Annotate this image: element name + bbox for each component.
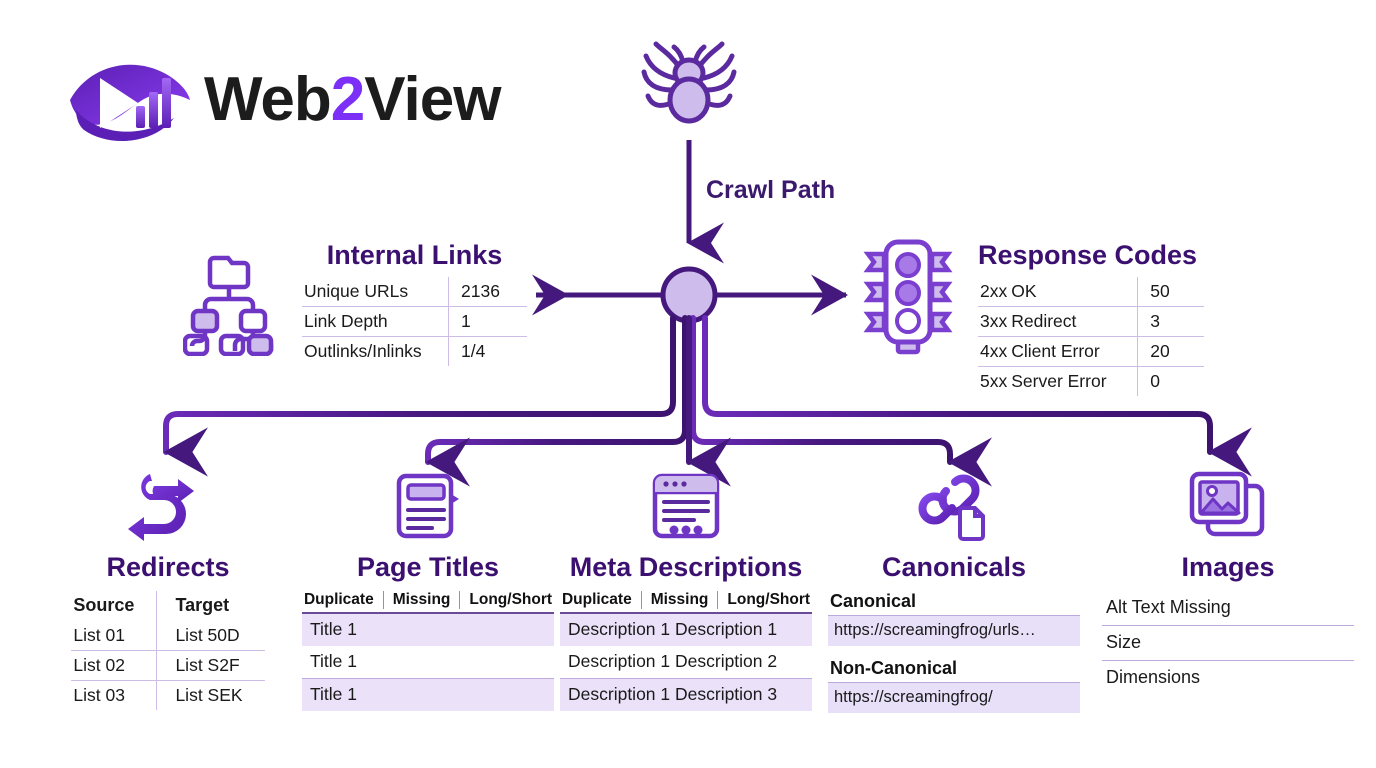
brand-logo: Web2View — [62, 48, 501, 152]
list-item: Alt Text Missing — [1102, 591, 1354, 626]
canonical-url: https://screamingfrog/urls… — [828, 615, 1080, 646]
list-item: Title 1 — [302, 614, 554, 646]
status-count: 50 — [1137, 277, 1205, 307]
brand-wordmark: Web2View — [204, 69, 501, 131]
browser-window-icon — [652, 473, 720, 539]
canonicals-title: Canonicals — [881, 552, 1027, 582]
meta-descriptions-title: Meta Descriptions — [569, 552, 803, 582]
table-row: 5xx Server Error 0 — [978, 366, 1205, 396]
meta-descriptions-panel: Meta Descriptions Duplicate Missing Long… — [560, 468, 812, 711]
internal-links-title: Internal Links — [326, 240, 503, 270]
images-panel: Images Alt Text Missing Size Dimensions — [1102, 468, 1354, 695]
column-header-duplicate: Duplicate — [561, 591, 632, 608]
page-titles-headers: Duplicate Missing Long/Short — [302, 591, 554, 614]
status-label: Client Error — [1009, 336, 1138, 367]
table-header-row: Source Target — [71, 591, 265, 621]
non-canonical-group-label: Non-Canonical — [830, 658, 958, 678]
redirect-source: List 02 — [71, 650, 157, 681]
list-item: Description 1 Description 1 — [560, 614, 812, 646]
redirect-target: List S2F — [156, 650, 265, 681]
redirect-source: List 03 — [73, 685, 125, 705]
redirects-icon-wrap — [42, 468, 294, 542]
response-codes-title: Response Codes — [978, 240, 1198, 270]
list-item: Description 1 Description 2 — [560, 646, 812, 679]
brand-name-accent: 2 — [330, 65, 365, 134]
table-row: Link Depth 1 — [302, 306, 527, 337]
page-titles-title: Page Titles — [356, 552, 500, 582]
response-codes-panel: Response Codes 2xx OK 50 3xx Redirect 3 … — [978, 240, 1205, 396]
status-code: 3xx — [978, 306, 1010, 337]
list-item: Description 1 Description 3 — [560, 679, 812, 711]
meta-descriptions-headers: Duplicate Missing Long/Short — [560, 591, 812, 614]
table-row: 3xx Redirect 3 — [978, 306, 1205, 337]
images-icon-wrap — [1102, 468, 1354, 542]
redirects-panel: Redirects Source Target List 01 List 50D… — [42, 468, 294, 710]
status-code: 2xx — [978, 277, 1010, 307]
redirect-target: List 50D — [156, 621, 265, 651]
photo-stack-icon — [1189, 471, 1265, 537]
page-titles-icon-wrap — [302, 468, 554, 542]
link-document-icon — [918, 474, 985, 541]
page-titles-panel: Page Titles Duplicate Missing Long/Short… — [302, 468, 554, 711]
list-item: Title 1 — [302, 646, 554, 679]
column-header-missing: Missing — [640, 591, 718, 609]
crawl-path-label: Crawl Path — [706, 176, 836, 204]
row-label: Link Depth — [302, 306, 449, 337]
internal-links-table: Unique URLs 2136 Link Depth 1 Outlinks/I… — [302, 277, 527, 366]
list-item: Size — [1102, 626, 1354, 661]
row-label: Unique URLs — [302, 277, 449, 307]
traffic-light-icon — [863, 239, 953, 355]
eye-play-chart-logo-icon — [70, 64, 190, 142]
non-canonical-url: https://screamingfrog/ — [828, 682, 1080, 713]
meta-descriptions-icon-wrap — [560, 468, 812, 542]
spider-icon — [641, 41, 737, 124]
column-header-missing: Missing — [382, 591, 460, 609]
redirects-title: Redirects — [106, 552, 230, 582]
brand-name-part1: Web — [204, 65, 332, 134]
canonicals-panel: Canonicals Canonical https://screamingfr… — [828, 468, 1080, 713]
document-title-icon — [396, 473, 459, 539]
column-header-long-short: Long/Short — [717, 591, 819, 609]
row-value: 2136 — [448, 277, 527, 307]
column-header-source: Source — [73, 595, 135, 615]
table-row: List 03 List SEK — [71, 680, 265, 710]
redirect-target: List SEK — [156, 680, 265, 710]
status-count: 0 — [1137, 366, 1205, 396]
list-item: Title 1 — [302, 679, 554, 711]
list-item: Dimensions — [1106, 667, 1201, 687]
status-label: OK — [1009, 277, 1138, 307]
sitemap-icon — [183, 255, 274, 356]
row-value: 1/4 — [448, 336, 527, 366]
table-row: Unique URLs 2136 — [302, 277, 527, 307]
table-row: Outlinks/Inlinks 1/4 — [302, 336, 527, 366]
row-value: 1 — [448, 306, 527, 337]
column-header-target: Target — [156, 591, 265, 621]
status-count: 20 — [1137, 336, 1205, 367]
redirects-table: Source Target List 01 List 50D List 02 L… — [71, 591, 265, 710]
row-label: Outlinks/Inlinks — [304, 341, 422, 361]
status-code: 5xx — [980, 371, 1008, 391]
images-title: Images — [1181, 552, 1275, 582]
status-code: 4xx — [978, 336, 1010, 367]
table-row: List 01 List 50D — [71, 621, 265, 651]
brand-name-part2: View — [364, 65, 501, 134]
status-count: 3 — [1137, 306, 1205, 337]
table-row: List 02 List S2F — [71, 650, 265, 681]
table-row: 4xx Client Error 20 — [978, 336, 1205, 367]
status-label: Redirect — [1009, 306, 1138, 337]
table-row: 2xx OK 50 — [978, 277, 1205, 307]
column-header-long-short: Long/Short — [459, 591, 561, 609]
column-header-duplicate: Duplicate — [303, 591, 374, 608]
canonical-group-label: Canonical — [830, 591, 917, 611]
canonicals-icon-wrap — [828, 468, 1080, 542]
redirect-arrows-icon — [128, 474, 194, 541]
internal-links-panel: Internal Links Unique URLs 2136 Link Dep… — [302, 240, 527, 366]
redirect-source: List 01 — [71, 621, 157, 651]
response-codes-table: 2xx OK 50 3xx Redirect 3 4xx Client Erro… — [978, 277, 1205, 396]
status-label: Server Error — [1011, 371, 1107, 391]
